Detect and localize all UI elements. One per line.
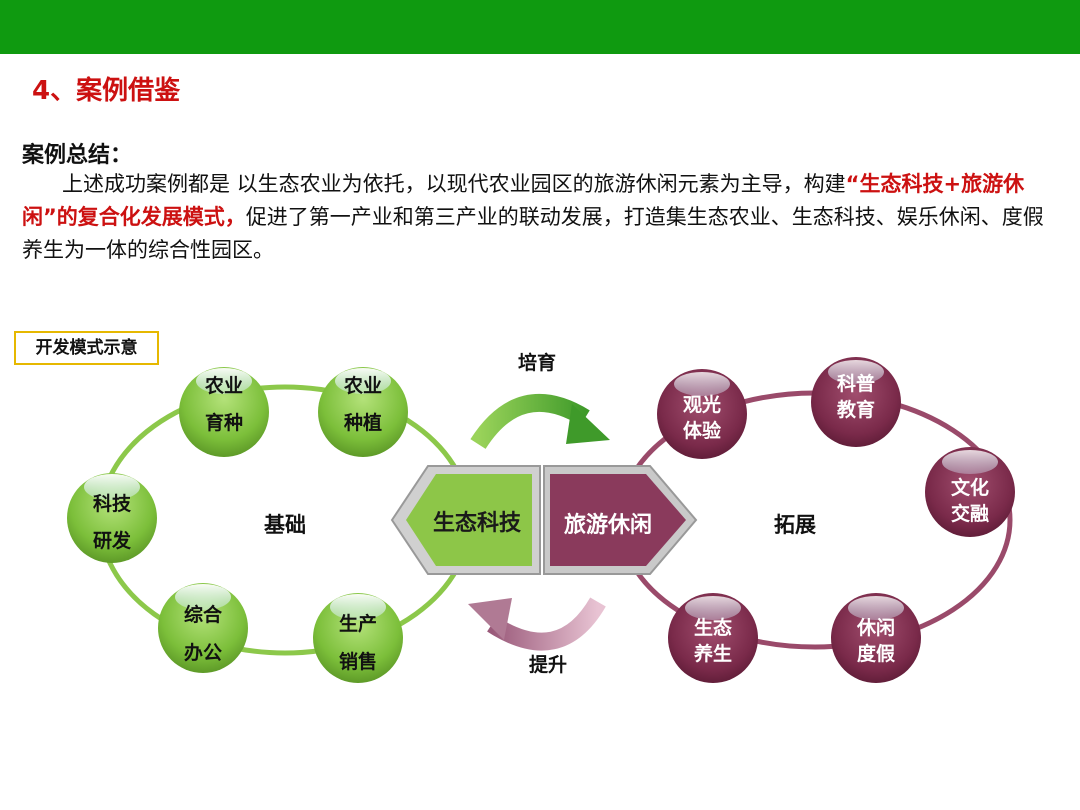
svg-text:度假: 度假 [857, 642, 895, 665]
core-right-shape [550, 474, 686, 566]
svg-text:种植: 种植 [343, 411, 382, 434]
right-node-2: 科普 教育 [811, 357, 901, 447]
left-node-4: 综合 办公 [158, 583, 248, 673]
core-right-label: 旅游休闲 [564, 512, 652, 538]
svg-text:科技: 科技 [93, 492, 132, 515]
svg-text:研发: 研发 [93, 529, 132, 552]
left-node-5: 生产 销售 [313, 593, 403, 683]
top-green-bar [0, 0, 1080, 54]
right-node-3: 文化 交融 [925, 447, 1015, 537]
paragraph-part1: 上述成功案例都是 以生态农业为依托，以现代农业园区的旅游休闲元素为主导，构建 [62, 172, 846, 196]
svg-text:生产: 生产 [339, 612, 377, 635]
right-node-5: 休闲 度假 [831, 593, 921, 683]
svg-text:体验: 体验 [683, 419, 722, 442]
core-left-label: 生态科技 [433, 510, 522, 536]
core-block: 生态科技 旅游休闲 [390, 465, 698, 575]
svg-text:养生: 养生 [693, 642, 732, 665]
svg-text:交融: 交融 [951, 502, 989, 525]
left-node-2: 农业 种植 [318, 367, 408, 457]
top-curved-arrow [470, 394, 610, 450]
bottom-curved-arrow [468, 597, 606, 651]
paragraph-highlight: “生态科技+旅游休闲”的复合化发展模式， [22, 172, 1025, 229]
svg-text:观光: 观光 [683, 393, 721, 416]
left-node-3: 科技 研发 [67, 473, 157, 563]
svg-text:销售: 销售 [339, 650, 377, 673]
svg-text:教育: 教育 [837, 398, 875, 421]
svg-text:综合: 综合 [184, 603, 223, 626]
right-center-label: 拓展 [774, 513, 816, 537]
svg-text:文化: 文化 [951, 476, 989, 499]
arrow-top-label: 培育 [518, 351, 556, 374]
svg-text:农业: 农业 [343, 374, 382, 397]
right-node-1: 观光 体验 [657, 369, 747, 459]
svg-text:办公: 办公 [184, 641, 222, 664]
development-mode-diagram: 生态科技 旅游休闲 培育 提升 基础 拓展 农业 育种 农业 种植 科技 研发 … [67, 351, 1015, 683]
left-center-label: 基础 [264, 513, 306, 537]
svg-text:休闲: 休闲 [856, 616, 895, 639]
mode-label-box: 开发模式示意 [14, 331, 159, 365]
summary-label: 案例总结： [22, 143, 133, 168]
paragraph-part2: 促进了第一产业和第三产业的联动发展，打造集生态农业、生态科技、娱乐休闲、度假养生… [22, 205, 1044, 262]
right-node-4: 生态 养生 [668, 593, 758, 683]
svg-text:科普: 科普 [837, 372, 875, 395]
left-node-1: 农业 育种 [179, 367, 269, 457]
core-left-shape [406, 474, 532, 566]
svg-text:生态: 生态 [694, 616, 732, 639]
svg-text:农业: 农业 [204, 374, 243, 397]
svg-text:育种: 育种 [205, 411, 243, 434]
summary-paragraph: 上述成功案例都是 以生态农业为依托，以现代农业园区的旅游休闲元素为主导，构建“生… [22, 168, 1052, 267]
section-title: 4、案例借鉴 [32, 76, 181, 106]
arrow-bottom-label: 提升 [529, 653, 567, 676]
